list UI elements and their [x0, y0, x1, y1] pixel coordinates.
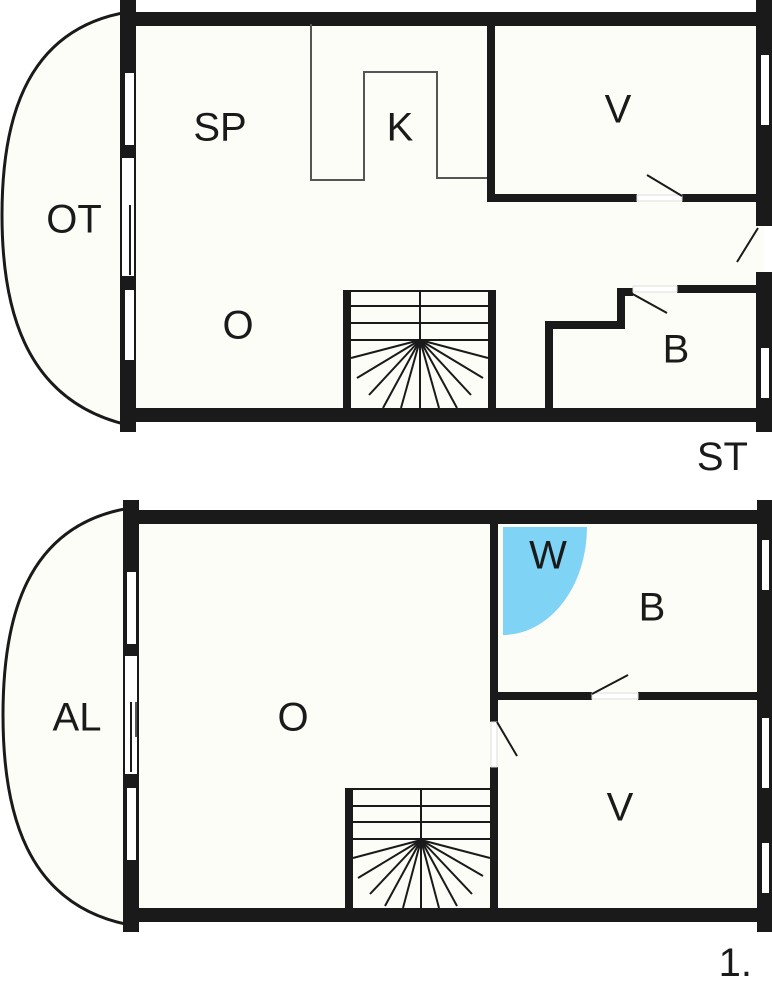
storage-west-wall — [487, 24, 495, 202]
terrace-area — [0, 10, 130, 427]
north-wall — [128, 12, 772, 26]
bathroom-door-opening[interactable] — [632, 285, 678, 293]
room-label-bathroom: B — [663, 328, 690, 372]
bathroom-door-leaf — [628, 291, 668, 314]
window — [125, 290, 134, 360]
terrace-sliding-door[interactable] — [122, 158, 134, 276]
room-label-sleeping-area: SP — [193, 106, 246, 150]
north-wall — [130, 510, 764, 524]
staircase — [345, 788, 491, 912]
window — [762, 718, 769, 788]
storage-south-wall — [682, 194, 760, 202]
window — [761, 55, 769, 125]
upper-floor: OT SP K V O B ST — [0, 0, 772, 479]
balcony-area — [1, 506, 132, 927]
east-wall — [757, 500, 772, 932]
window — [762, 540, 769, 590]
room-label-bathroom: B — [639, 586, 666, 630]
partition-wall — [490, 520, 498, 722]
floor-label-upper: ST — [697, 435, 748, 479]
window — [125, 73, 134, 145]
bathroom-south-wall — [494, 692, 592, 700]
window — [127, 788, 136, 860]
ground-floor: AL O W B V 1. — [1, 500, 772, 985]
bathroom-door-leaf — [591, 674, 629, 695]
bathroom-south-wall — [638, 692, 760, 700]
room-label-living-room: O — [277, 696, 308, 740]
entrance-door-leaf[interactable] — [736, 227, 759, 263]
storage-door-leaf — [496, 721, 518, 757]
room-label-sauna-heater: W — [529, 534, 567, 578]
room-label-storage: V — [607, 786, 634, 830]
room-label-terrace: OT — [46, 198, 102, 242]
south-wall — [128, 408, 764, 422]
window — [761, 348, 769, 398]
partition-wall — [490, 767, 498, 912]
upper-floor-interior — [128, 18, 764, 416]
storage-door-opening[interactable] — [636, 194, 683, 202]
kitchen-counter — [310, 24, 488, 181]
floor-label-ground: 1. — [719, 941, 752, 985]
storage-door-leaf — [646, 174, 683, 197]
staircase — [343, 290, 496, 412]
room-label-living-room: O — [222, 304, 253, 348]
south-wall — [130, 908, 764, 922]
bathroom-north-wall — [677, 285, 760, 293]
room-label-kitchen: K — [387, 106, 414, 150]
ground-floor-interior — [130, 515, 764, 917]
window — [762, 843, 769, 893]
window — [127, 572, 136, 644]
bathroom-door-opening[interactable] — [591, 692, 639, 700]
storage-door-opening[interactable] — [490, 721, 498, 768]
storage-south-wall — [487, 194, 637, 202]
bathroom-wall — [545, 288, 633, 408]
room-label-storage: V — [605, 88, 632, 132]
sauna-heater-area — [503, 527, 587, 635]
room-label-balcony: AL — [53, 696, 102, 740]
